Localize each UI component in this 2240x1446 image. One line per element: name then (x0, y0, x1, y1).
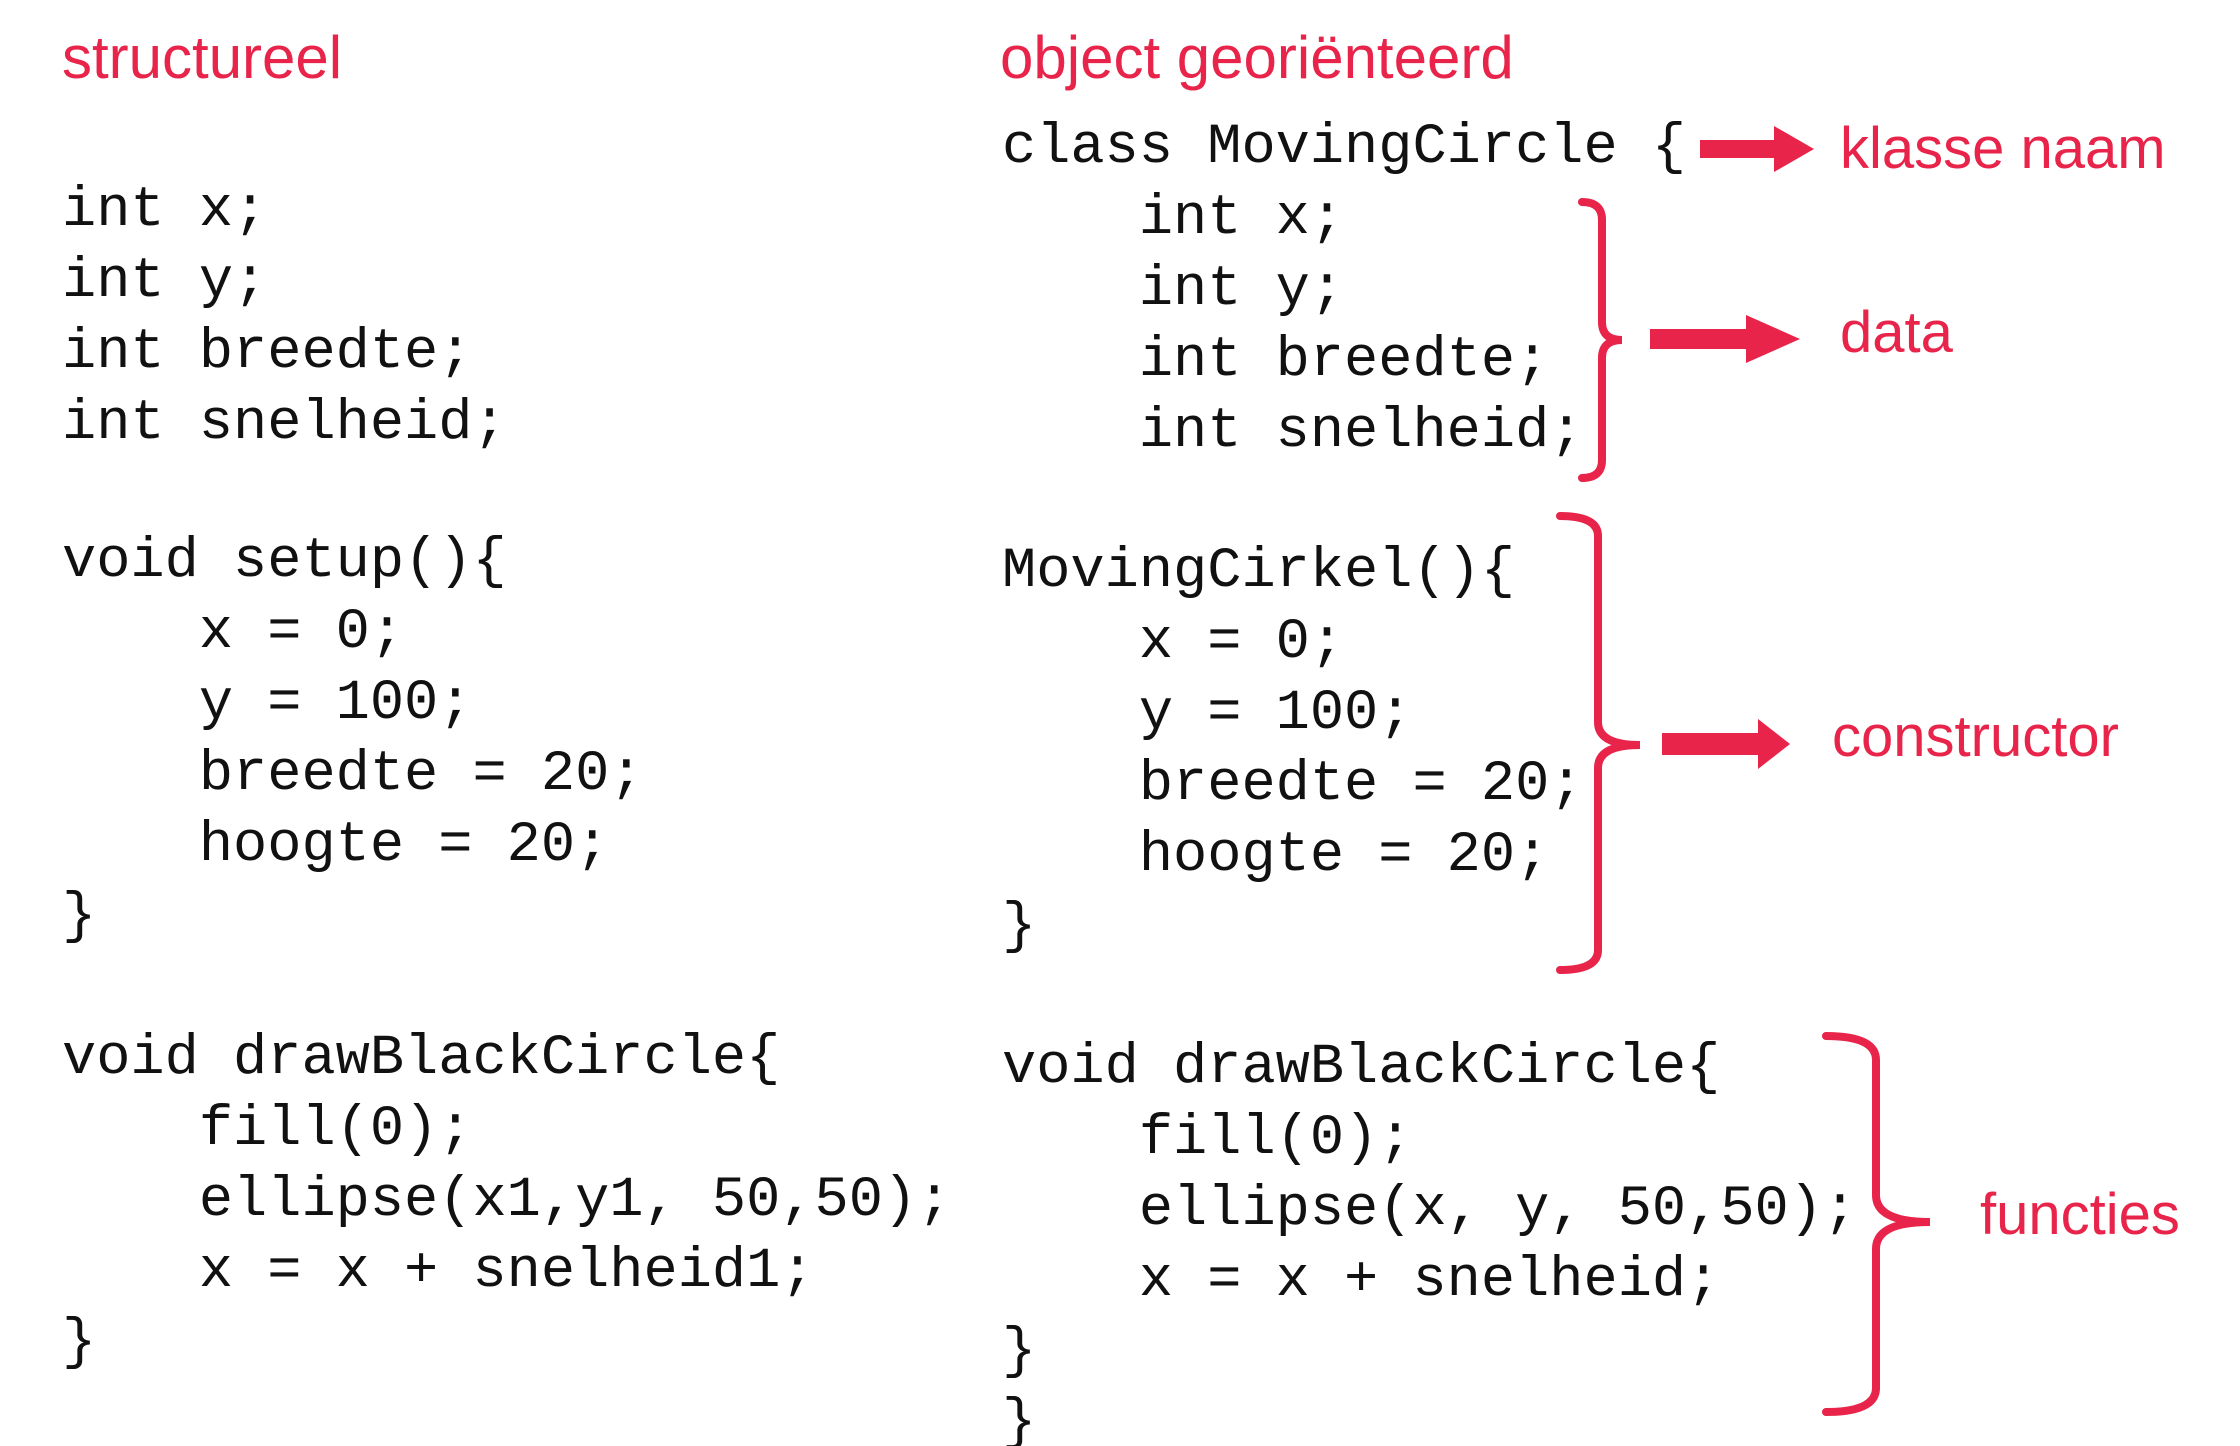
class-name-arrow-icon (1700, 126, 1814, 172)
code-line: x = x + snelheid; (1002, 1249, 1721, 1313)
heading-object-oriented: object georiënteerd (1000, 24, 1514, 91)
code-line: breedte = 20; (62, 743, 644, 807)
right-constructor-block: MovingCirkel(){ x = 0; y = 100; breedte … (1002, 537, 1584, 963)
right-draw-block: void drawBlackCircle{ fill(0); ellipse(x… (1002, 1033, 1857, 1446)
functions-bracket (1822, 1032, 1931, 1416)
code-line: MovingCirkel(){ (1002, 540, 1516, 604)
code-line: fill(0); (1002, 1107, 1413, 1171)
left-fields-block: int x; int y; int breedte; int snelheid; (62, 176, 507, 460)
code-line: y = 100; (1002, 682, 1413, 746)
code-line: int breedte; (1002, 329, 1550, 393)
heading-structural: structureel (62, 24, 343, 91)
code-line: hoogte = 20; (62, 814, 610, 878)
code-line: ellipse(x, y, 50,50); (1002, 1178, 1858, 1242)
code-line: void setup(){ (62, 530, 507, 594)
code-line: int y; (62, 250, 268, 314)
code-line: } (1002, 1391, 1037, 1446)
data-bracket (1578, 198, 1623, 482)
code-line: void drawBlackCircle{ (62, 1027, 781, 1091)
label-data: data (1840, 300, 1953, 365)
code-line: x = x + snelheid1; (62, 1240, 815, 1304)
constructor-bracket (1556, 512, 1641, 974)
code-line: fill(0); (62, 1098, 473, 1162)
code-line: } (62, 1311, 97, 1375)
right-fields-block: int x; int y; int breedte; int snelheid; (1002, 184, 1584, 468)
code-line: hoogte = 20; (1002, 824, 1550, 888)
label-class-name: klasse naam (1840, 116, 2166, 181)
left-draw-block: void drawBlackCircle{ fill(0); ellipse(x… (62, 1024, 951, 1379)
code-line: ellipse(x1,y1, 50,50); (62, 1169, 952, 1233)
code-line: } (1002, 895, 1037, 959)
code-line: x = 0; (1002, 611, 1345, 675)
code-line: int x; (62, 179, 268, 243)
code-line: void drawBlackCircle{ (1002, 1036, 1721, 1100)
left-setup-block: void setup(){ x = 0; y = 100; breedte = … (62, 527, 644, 953)
code-line: } (62, 885, 97, 949)
code-line: int x; (1002, 187, 1345, 251)
code-line: class MovingCircle { (1002, 116, 1687, 180)
constructor-arrow-icon (1662, 719, 1790, 769)
code-line: int snelheid; (62, 392, 507, 456)
label-constructor: constructor (1832, 704, 2119, 769)
label-functions: functies (1980, 1182, 2180, 1247)
code-line: y = 100; (62, 672, 473, 736)
code-line: int y; (1002, 258, 1345, 322)
code-line: int snelheid; (1002, 400, 1584, 464)
code-line: } (1002, 1320, 1037, 1384)
code-line: x = 0; (62, 601, 405, 665)
right-class-header: class MovingCircle { (1002, 113, 1686, 184)
code-line: int breedte; (62, 321, 473, 385)
code-line: breedte = 20; (1002, 753, 1584, 817)
data-arrow-icon (1650, 315, 1800, 363)
